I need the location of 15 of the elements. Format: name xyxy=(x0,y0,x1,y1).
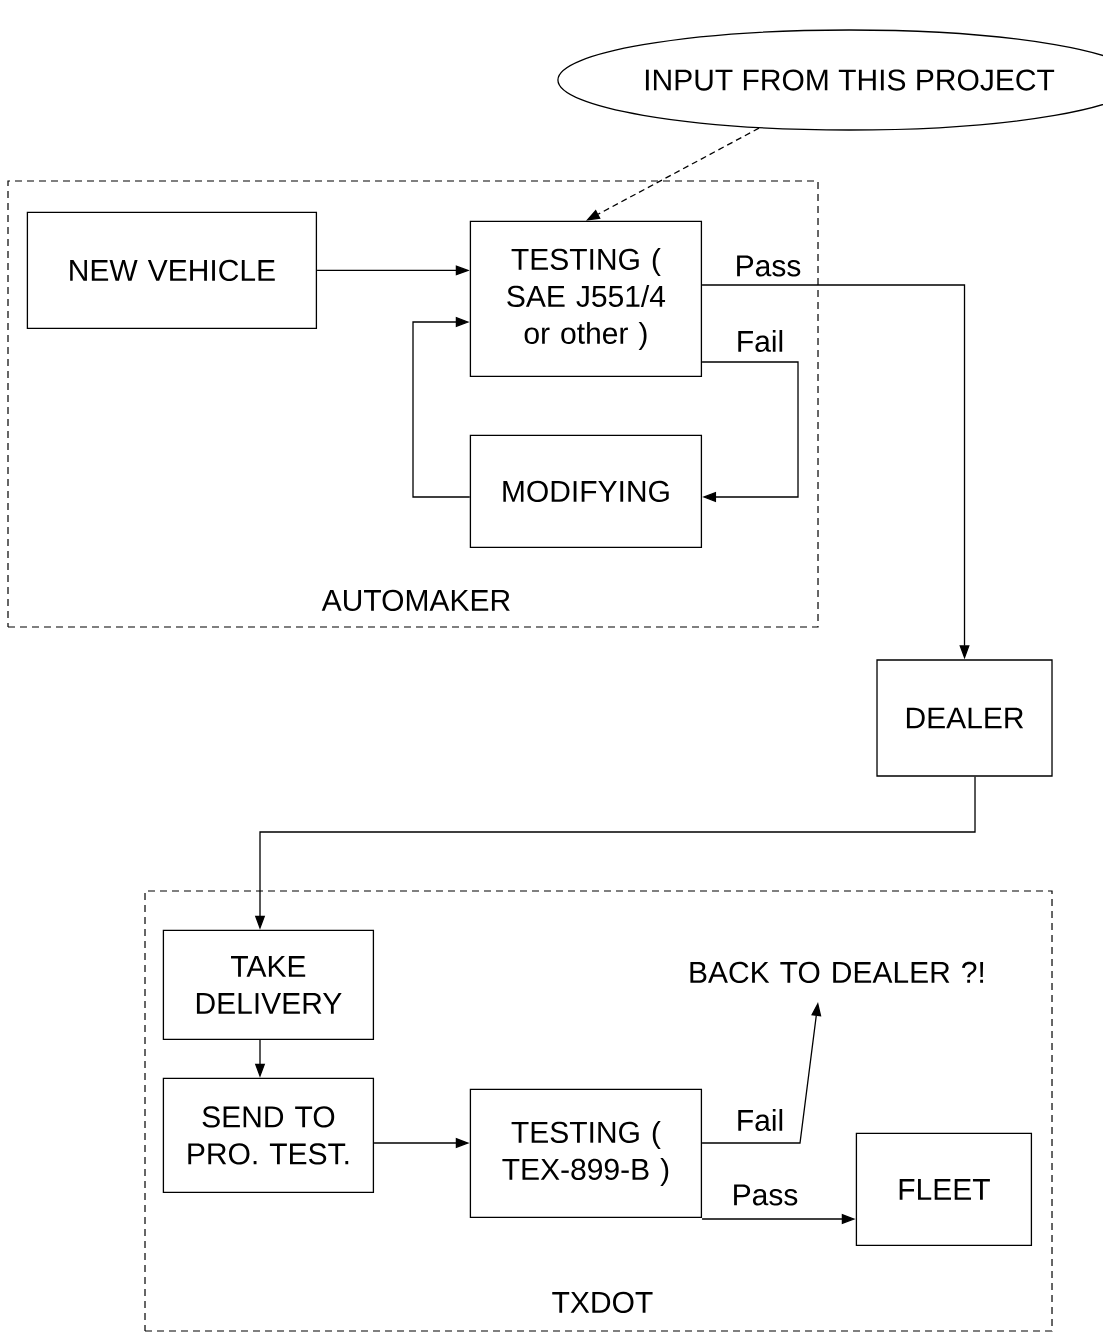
edge-label: Fail xyxy=(733,1107,787,1134)
process-box: NEW VEHICLE xyxy=(26,211,318,330)
process-box: TAKE DELIVERY xyxy=(162,929,375,1041)
arrow xyxy=(412,316,471,498)
process-box: FLEET xyxy=(855,1132,1033,1247)
process-box: TESTING ( TEX-899-B ) xyxy=(469,1088,703,1219)
process-box: DEALER xyxy=(876,659,1053,777)
process-box: TESTING ( SAE J551/4 or other ) xyxy=(469,220,703,378)
arrow xyxy=(701,361,799,503)
note-text: BACK TO DEALER ?! xyxy=(690,961,984,984)
process-box: MODIFYING xyxy=(469,434,703,549)
edge-label: Pass xyxy=(729,1182,801,1208)
edge-label: Pass xyxy=(732,253,804,279)
process-box: SEND TO PRO. TEST. xyxy=(162,1077,375,1194)
edge-label: Fail xyxy=(733,328,787,354)
